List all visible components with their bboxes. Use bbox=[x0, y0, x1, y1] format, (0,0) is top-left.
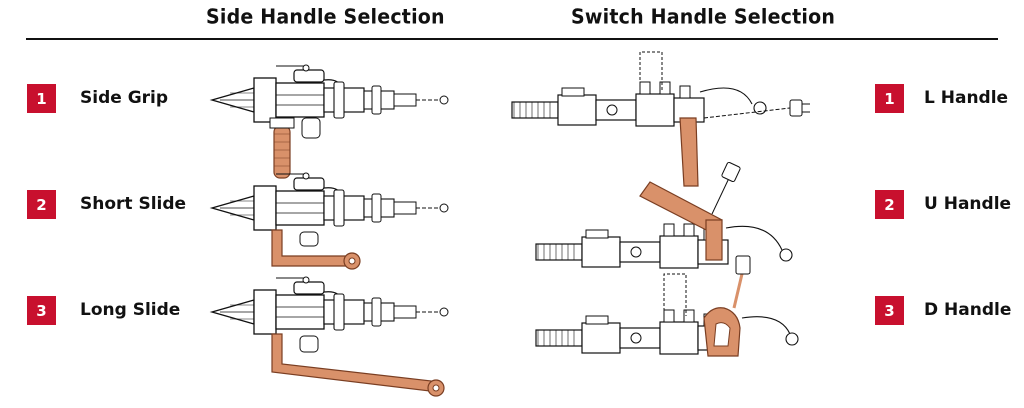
d-handle-illustration bbox=[535, 255, 799, 357]
switch-option-label-3: D Handle bbox=[924, 300, 1012, 320]
side-option-label-2: Short Slide bbox=[80, 194, 187, 214]
side-option-badge-1: 1 bbox=[27, 84, 56, 113]
u-handle-illustration bbox=[535, 161, 793, 269]
short-slide-illustration bbox=[211, 172, 449, 270]
switch-handle-title: Switch Handle Selection bbox=[571, 5, 836, 29]
long-slide-illustration bbox=[211, 276, 449, 397]
switch-option-badge-1: 1 bbox=[875, 84, 904, 113]
switch-option-badge-3: 3 bbox=[875, 296, 904, 325]
side-handle-title: Side Handle Selection bbox=[206, 5, 445, 29]
side-grip-illustration bbox=[211, 64, 449, 179]
switch-option-label-2: U Handle bbox=[924, 194, 1012, 214]
side-option-badge-3: 3 bbox=[27, 296, 56, 325]
l-handle-illustration bbox=[511, 51, 810, 187]
side-option-label-3: Long Slide bbox=[80, 300, 181, 320]
header-divider bbox=[26, 38, 998, 40]
side-option-label-1: Side Grip bbox=[80, 88, 169, 108]
switch-option-badge-2: 2 bbox=[875, 190, 904, 219]
switch-option-label-1: L Handle bbox=[924, 88, 1009, 108]
side-option-badge-2: 2 bbox=[27, 190, 56, 219]
